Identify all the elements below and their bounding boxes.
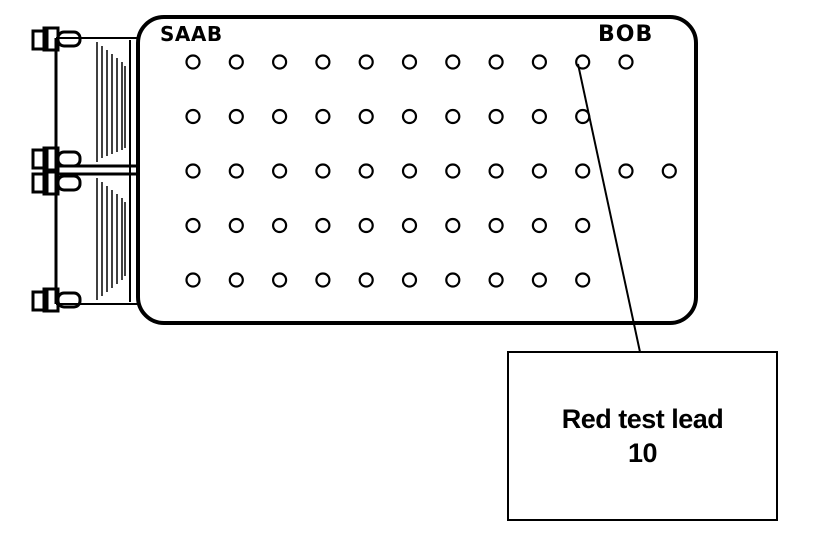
pin-r3-2 xyxy=(228,163,244,179)
pin-r5-4 xyxy=(315,272,331,288)
connector-plug-bottom xyxy=(31,287,82,313)
pin-r5-9 xyxy=(531,272,548,288)
brand-label: SAAB xyxy=(160,22,223,46)
pin-r2-6 xyxy=(401,108,418,125)
pin-r5-3 xyxy=(272,272,288,288)
pin-r4-4 xyxy=(315,217,331,234)
pin-r5-5 xyxy=(358,272,374,288)
model-label: BOB xyxy=(598,22,654,47)
pin-r3-9 xyxy=(531,163,548,179)
pin-r4-7 xyxy=(445,217,461,234)
pin-r3-8 xyxy=(488,163,504,179)
connector-plug-top xyxy=(31,26,82,52)
pin-r4-3 xyxy=(272,217,288,234)
pin-r3-4 xyxy=(315,163,331,179)
ribbon-cable-lower xyxy=(96,178,126,300)
pin-r2-5 xyxy=(358,108,374,125)
pin-r4-1 xyxy=(185,217,201,234)
pin-r1-8 xyxy=(488,54,504,70)
pin-r2-2 xyxy=(228,108,244,125)
pin-r4-9 xyxy=(531,217,548,234)
pin-r4-10 xyxy=(575,217,591,234)
pin-r5-1 xyxy=(185,272,201,288)
pin-r3-3 xyxy=(272,163,288,179)
ribbon-cable-upper xyxy=(96,42,126,162)
pin-r1-5 xyxy=(358,54,374,70)
pin-r2-4 xyxy=(315,108,331,125)
pin-r3-10 xyxy=(575,163,591,179)
callout-line-2: 10 xyxy=(627,438,658,468)
pin-grid xyxy=(185,54,677,288)
pin-r2-9 xyxy=(531,108,548,125)
pin-r1-3 xyxy=(272,54,288,70)
pin-r1-6 xyxy=(401,54,418,70)
pin-r3-12 xyxy=(661,163,677,179)
pin-r1-4 xyxy=(315,54,331,70)
pin-r4-6 xyxy=(401,217,418,234)
callout-line-1: Red test lead xyxy=(561,404,724,434)
pin-r2-8 xyxy=(488,108,504,125)
pin-r1-1 xyxy=(185,54,201,70)
pin-r2-10 xyxy=(575,108,591,125)
pin-r3-6 xyxy=(401,163,418,179)
pin-r4-2 xyxy=(228,217,244,234)
pin-r3-11 xyxy=(618,163,634,179)
pin-r5-8 xyxy=(488,272,504,288)
pin-r1-11 xyxy=(618,54,634,70)
pin-r2-7 xyxy=(445,108,461,125)
pin-r1-10 xyxy=(575,54,591,70)
pin-r2-3 xyxy=(272,108,288,125)
pin-r5-2 xyxy=(228,272,244,288)
connector-bracket xyxy=(54,37,140,305)
pin-r4-8 xyxy=(488,217,504,234)
pin-r3-7 xyxy=(445,163,461,179)
test-box-outline xyxy=(136,15,698,325)
pin-r1-7 xyxy=(445,54,461,70)
pin-r5-7 xyxy=(445,272,461,288)
pin-r1-2 xyxy=(228,54,244,70)
pin-r5-6 xyxy=(401,272,418,288)
callout-box: Red test lead 10 xyxy=(507,351,778,521)
connector-plug-middle xyxy=(31,146,82,196)
pin-r3-5 xyxy=(358,163,374,179)
leader-line xyxy=(577,63,641,353)
pin-r1-9 xyxy=(531,54,548,70)
pin-r4-5 xyxy=(358,217,374,234)
pin-r3-1 xyxy=(185,163,201,179)
pin-r2-1 xyxy=(185,108,201,125)
pin-r5-10 xyxy=(575,272,591,288)
